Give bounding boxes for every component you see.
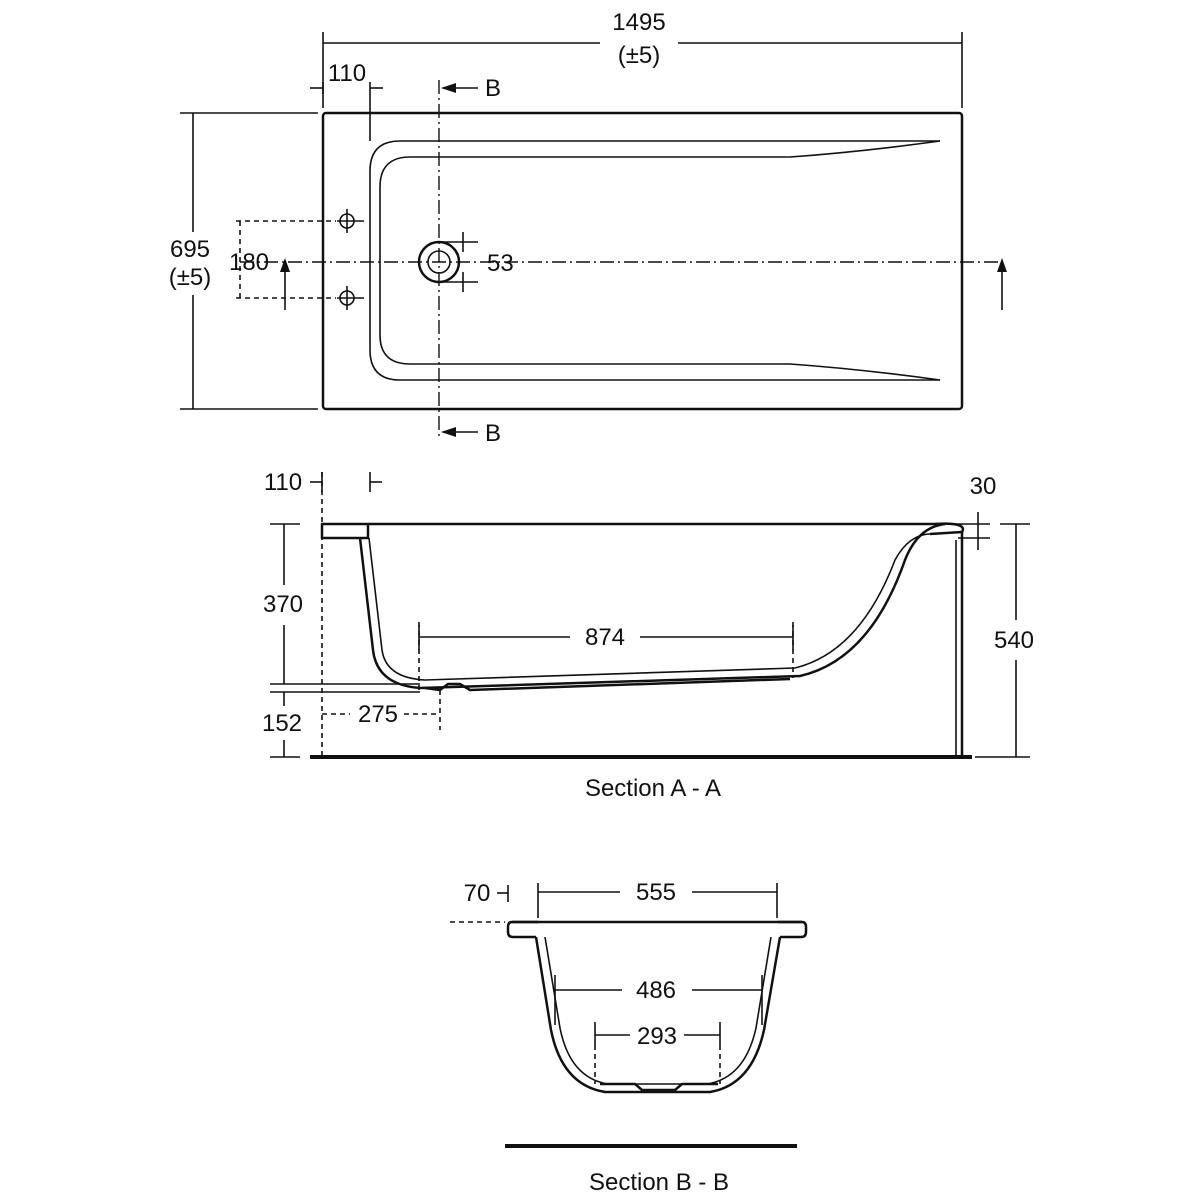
section-a-basin-inner [368, 533, 936, 681]
basin-inner-line [379, 140, 941, 381]
section-a-arrow-left [280, 258, 290, 272]
section-a-base [424, 677, 791, 692]
basin-outer-line [369, 140, 940, 381]
rim-thickness-label: 30 [970, 473, 997, 500]
base-width-label: 293 [637, 1023, 677, 1050]
base-length-label: 874 [585, 624, 625, 651]
bath-depth-label: 370 [263, 591, 303, 618]
waste-offset-label: 275 [358, 701, 398, 728]
bath-outline [321, 111, 964, 411]
section-b-arrow-top [441, 83, 456, 93]
total-height-label: 540 [994, 627, 1034, 654]
rim-offset-label: 110 [328, 60, 366, 87]
section-b-rim-left [506, 920, 538, 939]
section-b-view: 70 555 486 293 Section B - B [450, 879, 808, 1196]
section-a-rim-offset-label: 110 [264, 469, 302, 496]
section-marker-top: B [485, 75, 501, 102]
length-tolerance-label: (±5) [618, 42, 661, 69]
section-b-basin-outer [534, 936, 782, 1094]
section-marker-bottom: B [485, 420, 501, 447]
section-b-title: Section B - B [589, 1169, 729, 1196]
tap-hole-upper [337, 209, 364, 233]
section-b-arrow-bottom [441, 427, 456, 437]
section-a-basin-outer [358, 522, 946, 690]
section-a-view: 110 30 370 152 275 874 [262, 469, 1034, 802]
section-b-rim-width-label: 70 [464, 880, 491, 907]
tap-hole-lower [337, 286, 364, 310]
section-a-title: Section A - A [585, 775, 721, 802]
section-a-rim-left [320, 522, 370, 540]
mid-width-label: 486 [636, 977, 676, 1004]
width-tolerance-label: (±5) [169, 264, 212, 291]
tap-spacing-label: 180 [229, 249, 269, 276]
top-width-label: 555 [636, 879, 676, 906]
base-height-label: 152 [262, 710, 302, 737]
section-b-rim-right [778, 920, 808, 939]
plan-view: 1495 (±5) 110 B B 695 (±5) [169, 9, 1007, 447]
section-b-base [600, 1082, 718, 1092]
overall-width-label: 695 [170, 236, 210, 263]
waste-diameter-label: 53 [487, 250, 514, 277]
section-a-arrow-right [997, 258, 1007, 272]
overall-length-label: 1495 [612, 9, 665, 36]
section-b-basin-inner [544, 936, 772, 1085]
